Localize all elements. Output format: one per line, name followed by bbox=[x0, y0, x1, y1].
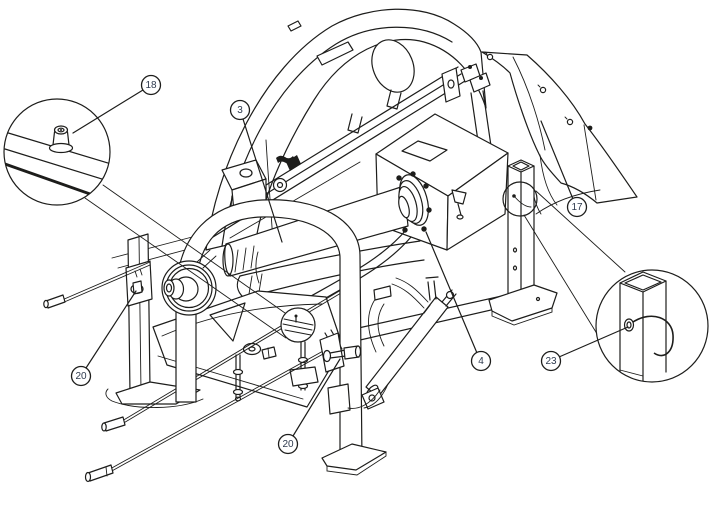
diamond-hole bbox=[402, 141, 447, 161]
hood-oval-hole bbox=[364, 33, 421, 98]
callout-20-bottom: 20 bbox=[279, 359, 341, 454]
zoom-cone-left bbox=[85, 185, 286, 338]
lower-panel bbox=[328, 384, 350, 414]
deflector-shield bbox=[471, 52, 637, 214]
zoom-cone-right bbox=[524, 191, 625, 337]
hitch-pin-rod-1 bbox=[44, 262, 150, 308]
callout-17: 17 bbox=[541, 121, 587, 217]
shield-screws bbox=[485, 52, 593, 131]
hood-tab bbox=[288, 21, 301, 31]
callout-4-label: 4 bbox=[478, 356, 484, 367]
hood-shroud bbox=[112, 9, 486, 268]
hinge-block-2 bbox=[470, 73, 490, 92]
callout-20-left: 20 bbox=[72, 291, 137, 386]
callout-4: 4 bbox=[426, 232, 491, 371]
shield-crease-inner bbox=[513, 57, 545, 150]
hose-loop-up bbox=[369, 298, 385, 352]
callout-18: 18 bbox=[73, 76, 161, 134]
magnifier-target-jack-pin bbox=[503, 182, 537, 216]
detail-circle-grease-fitting bbox=[4, 99, 118, 205]
hose-loop-low bbox=[348, 384, 388, 408]
jack-lever bbox=[452, 190, 466, 219]
callout-20-bottom-label: 20 bbox=[282, 439, 294, 450]
tray-plate bbox=[290, 367, 318, 386]
arch-foot-right bbox=[322, 444, 386, 470]
hitch-pin-rod-3 bbox=[86, 335, 353, 482]
callout-3-label: 3 bbox=[237, 105, 243, 116]
callout-20-left-label: 20 bbox=[75, 371, 87, 382]
pto-spline-hub bbox=[162, 250, 216, 315]
callout-23-label: 23 bbox=[545, 356, 557, 367]
frame-arch bbox=[176, 200, 386, 475]
driveline-tube bbox=[223, 186, 408, 283]
hydraulic-cylinder bbox=[348, 277, 456, 409]
clutch-bolts bbox=[396, 171, 432, 233]
callout-3: 3 bbox=[231, 101, 283, 243]
callouts: 18 3 17 4 23 20 20 bbox=[72, 76, 629, 454]
latch-clip bbox=[286, 155, 301, 171]
magnifier-target-grease-fitting bbox=[281, 308, 315, 342]
callout-17-label: 17 bbox=[571, 202, 583, 213]
slip-clutch bbox=[304, 171, 432, 308]
detail-circle-jack-pin bbox=[596, 270, 708, 388]
shield-crease-outer bbox=[584, 125, 596, 200]
tray-wedge bbox=[210, 303, 245, 341]
hood-slot bbox=[317, 42, 353, 65]
rear-body-edge bbox=[536, 190, 600, 214]
callout-18-label: 18 bbox=[145, 80, 157, 91]
jack-foot bbox=[489, 285, 557, 321]
callout-23: 23 bbox=[542, 327, 629, 371]
